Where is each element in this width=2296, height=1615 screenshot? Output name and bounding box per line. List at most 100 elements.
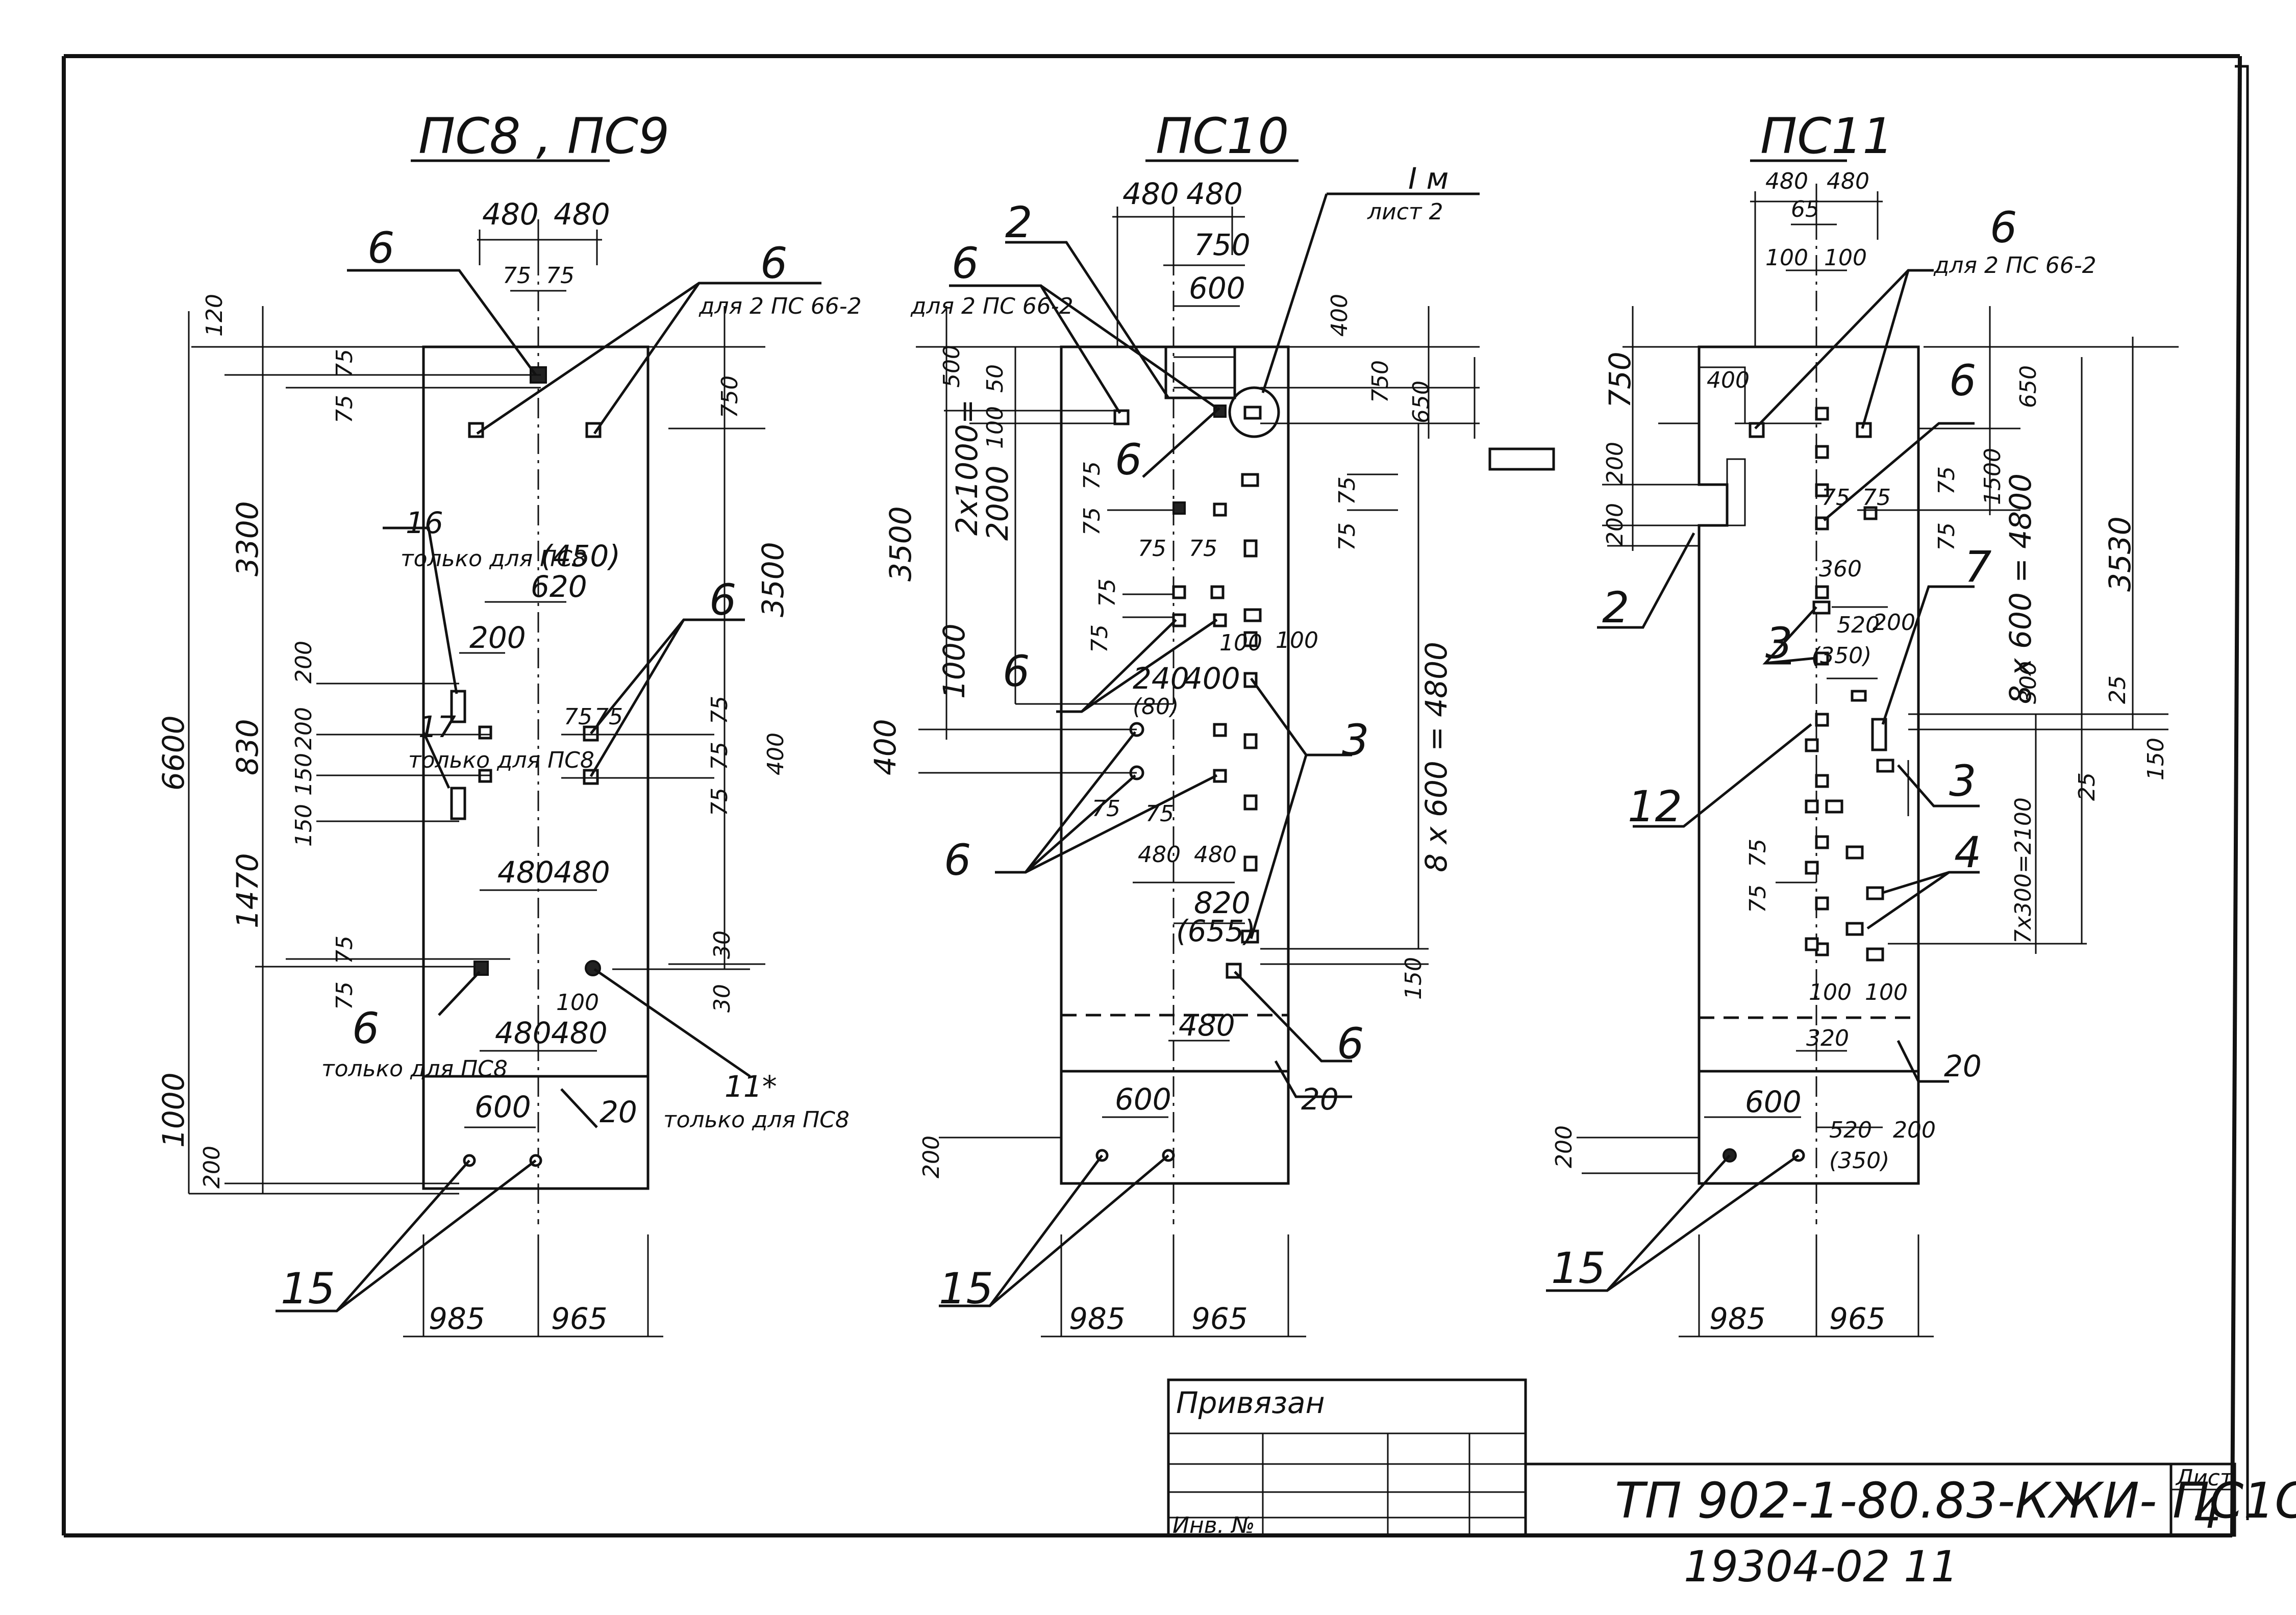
- dim-label: 150: [1401, 957, 1427, 1000]
- dim-label: 75: [1138, 536, 1166, 562]
- dim-label: 75: [332, 981, 358, 1010]
- dim-label: 200: [469, 620, 526, 655]
- dim-label: 750: [1194, 228, 1251, 262]
- dim-label: 480: [1179, 1008, 1235, 1043]
- dim-label: 1000: [156, 1072, 191, 1148]
- dim-label: 965: [551, 1301, 608, 1336]
- callout-note: только для ПС8: [321, 1056, 508, 1082]
- dim-label: 520: [1829, 1117, 1872, 1143]
- callout-label: 6: [1003, 646, 1030, 696]
- dim-label: 400: [1327, 294, 1353, 337]
- dim-label: 75: [1821, 485, 1850, 511]
- dim-label: 75: [707, 696, 733, 724]
- callout-label: 3: [1949, 756, 1976, 806]
- plate-mark: [1815, 713, 1829, 727]
- plate-mark: [1172, 585, 1186, 599]
- callout-label: 3: [1342, 715, 1369, 765]
- dim-label: 75: [1862, 485, 1891, 511]
- dim-label: 650: [1408, 381, 1434, 423]
- plate-mark: [1213, 502, 1227, 517]
- plate-mark: [1172, 501, 1186, 515]
- dim-label: 75: [1934, 466, 1960, 495]
- dim-label: 150: [2143, 738, 2169, 780]
- inventory-label: Инв. №: [1172, 1512, 1255, 1538]
- callout-label: 20: [1944, 1049, 1982, 1083]
- dim-label: 1470: [230, 853, 265, 928]
- dim-label: 600: [475, 1090, 531, 1124]
- callout-note: для 2 ПС 66-2: [910, 293, 1074, 319]
- dim-label: 480: [482, 197, 539, 232]
- dim-label: 200: [291, 707, 317, 750]
- dim-label: 1500: [1980, 448, 2006, 505]
- detail-ref: лист 2: [1367, 199, 1443, 225]
- dim-label: 8 x 600 = 4800: [2003, 473, 2038, 704]
- dim-label: 480: [551, 1016, 608, 1050]
- plate-mark: [585, 960, 601, 976]
- dim-label: 480: [1827, 168, 1869, 194]
- dim-label: 3500: [756, 542, 790, 617]
- dim-label: 985: [429, 1301, 485, 1336]
- title-block: Привязан Инв. № ТП 902-1-80.83-КЖИ- ПС1С…: [1167, 1378, 2296, 1592]
- plate-mark: [1243, 733, 1258, 749]
- dim-label: 750: [717, 375, 743, 418]
- dim-label: 8 x 600 = 4800: [1419, 642, 1454, 872]
- dim-label: (450): [541, 539, 620, 573]
- dim-label: 480: [554, 855, 610, 890]
- plate-mark: [1113, 409, 1130, 425]
- dim-label: 75: [332, 936, 358, 964]
- plate-mark: [1815, 445, 1829, 459]
- view-ps11: ПС11: [1488, 108, 2179, 1338]
- dim-label: 75: [564, 704, 592, 730]
- callout-label: 6: [1949, 356, 1976, 406]
- dim-label: 985: [1069, 1301, 1126, 1336]
- dim-label: 75: [1745, 885, 1771, 913]
- callout-label: 17: [418, 710, 456, 744]
- plate-mark: [1805, 937, 1819, 951]
- footer-number: 19304-02 11: [1684, 1542, 1958, 1592]
- dim-label: (350): [1811, 643, 1871, 669]
- dim-label: 400: [763, 733, 789, 775]
- dim-label: 520: [1837, 612, 1880, 638]
- dim-label: 120: [202, 294, 228, 337]
- dim-label: 75: [707, 742, 733, 770]
- callout-label: 6: [952, 238, 979, 288]
- dim-label: 100: [1765, 245, 1808, 271]
- dim-label: 100: [1276, 627, 1318, 653]
- plate-mark: [1815, 585, 1829, 599]
- dim-label: 25: [2074, 772, 2100, 801]
- plate-mark: [1815, 896, 1829, 911]
- dim-label: 600: [1115, 1082, 1171, 1117]
- dim-label: 750: [1603, 351, 1637, 408]
- plate-mark: [1812, 600, 1831, 615]
- dim-label: 965: [1191, 1301, 1248, 1336]
- callout-label: 15: [939, 1264, 993, 1314]
- dim-label: 200: [1893, 1117, 1936, 1143]
- dim-label: 100: [1809, 979, 1852, 1005]
- dim-label: 480: [1765, 168, 1808, 194]
- plate-mark: [1866, 886, 1884, 900]
- dim-label: 25: [2105, 675, 2131, 704]
- dim-label: (80): [1133, 694, 1179, 720]
- dim-label: 75: [1334, 476, 1360, 505]
- dim-label: 75: [1745, 839, 1771, 867]
- callout-note: только для ПС8: [663, 1107, 850, 1133]
- dim-label: 2000: [980, 465, 1015, 541]
- dim-label: 75: [1087, 624, 1113, 653]
- dim-label: 75: [546, 263, 575, 289]
- plate-mark: [1851, 690, 1867, 702]
- plate-mark: [1815, 835, 1829, 849]
- dim-label: 50: [982, 364, 1008, 393]
- dim-label: 480: [1194, 842, 1237, 868]
- dim-label: 7x300=2100: [2010, 797, 2036, 944]
- dim-label: 400: [1184, 661, 1240, 696]
- callout-label: 2: [1602, 583, 1629, 633]
- dim-label: 240: [1133, 661, 1189, 696]
- dim-label: 750: [1367, 360, 1393, 403]
- plate-detail: [1488, 447, 1555, 471]
- callout-label: 20: [1301, 1082, 1339, 1117]
- callout-label: 6: [1337, 1019, 1364, 1069]
- dim-label: 620: [531, 569, 587, 604]
- dim-label: 75: [1079, 507, 1105, 536]
- dim-label: 600: [1745, 1084, 1802, 1119]
